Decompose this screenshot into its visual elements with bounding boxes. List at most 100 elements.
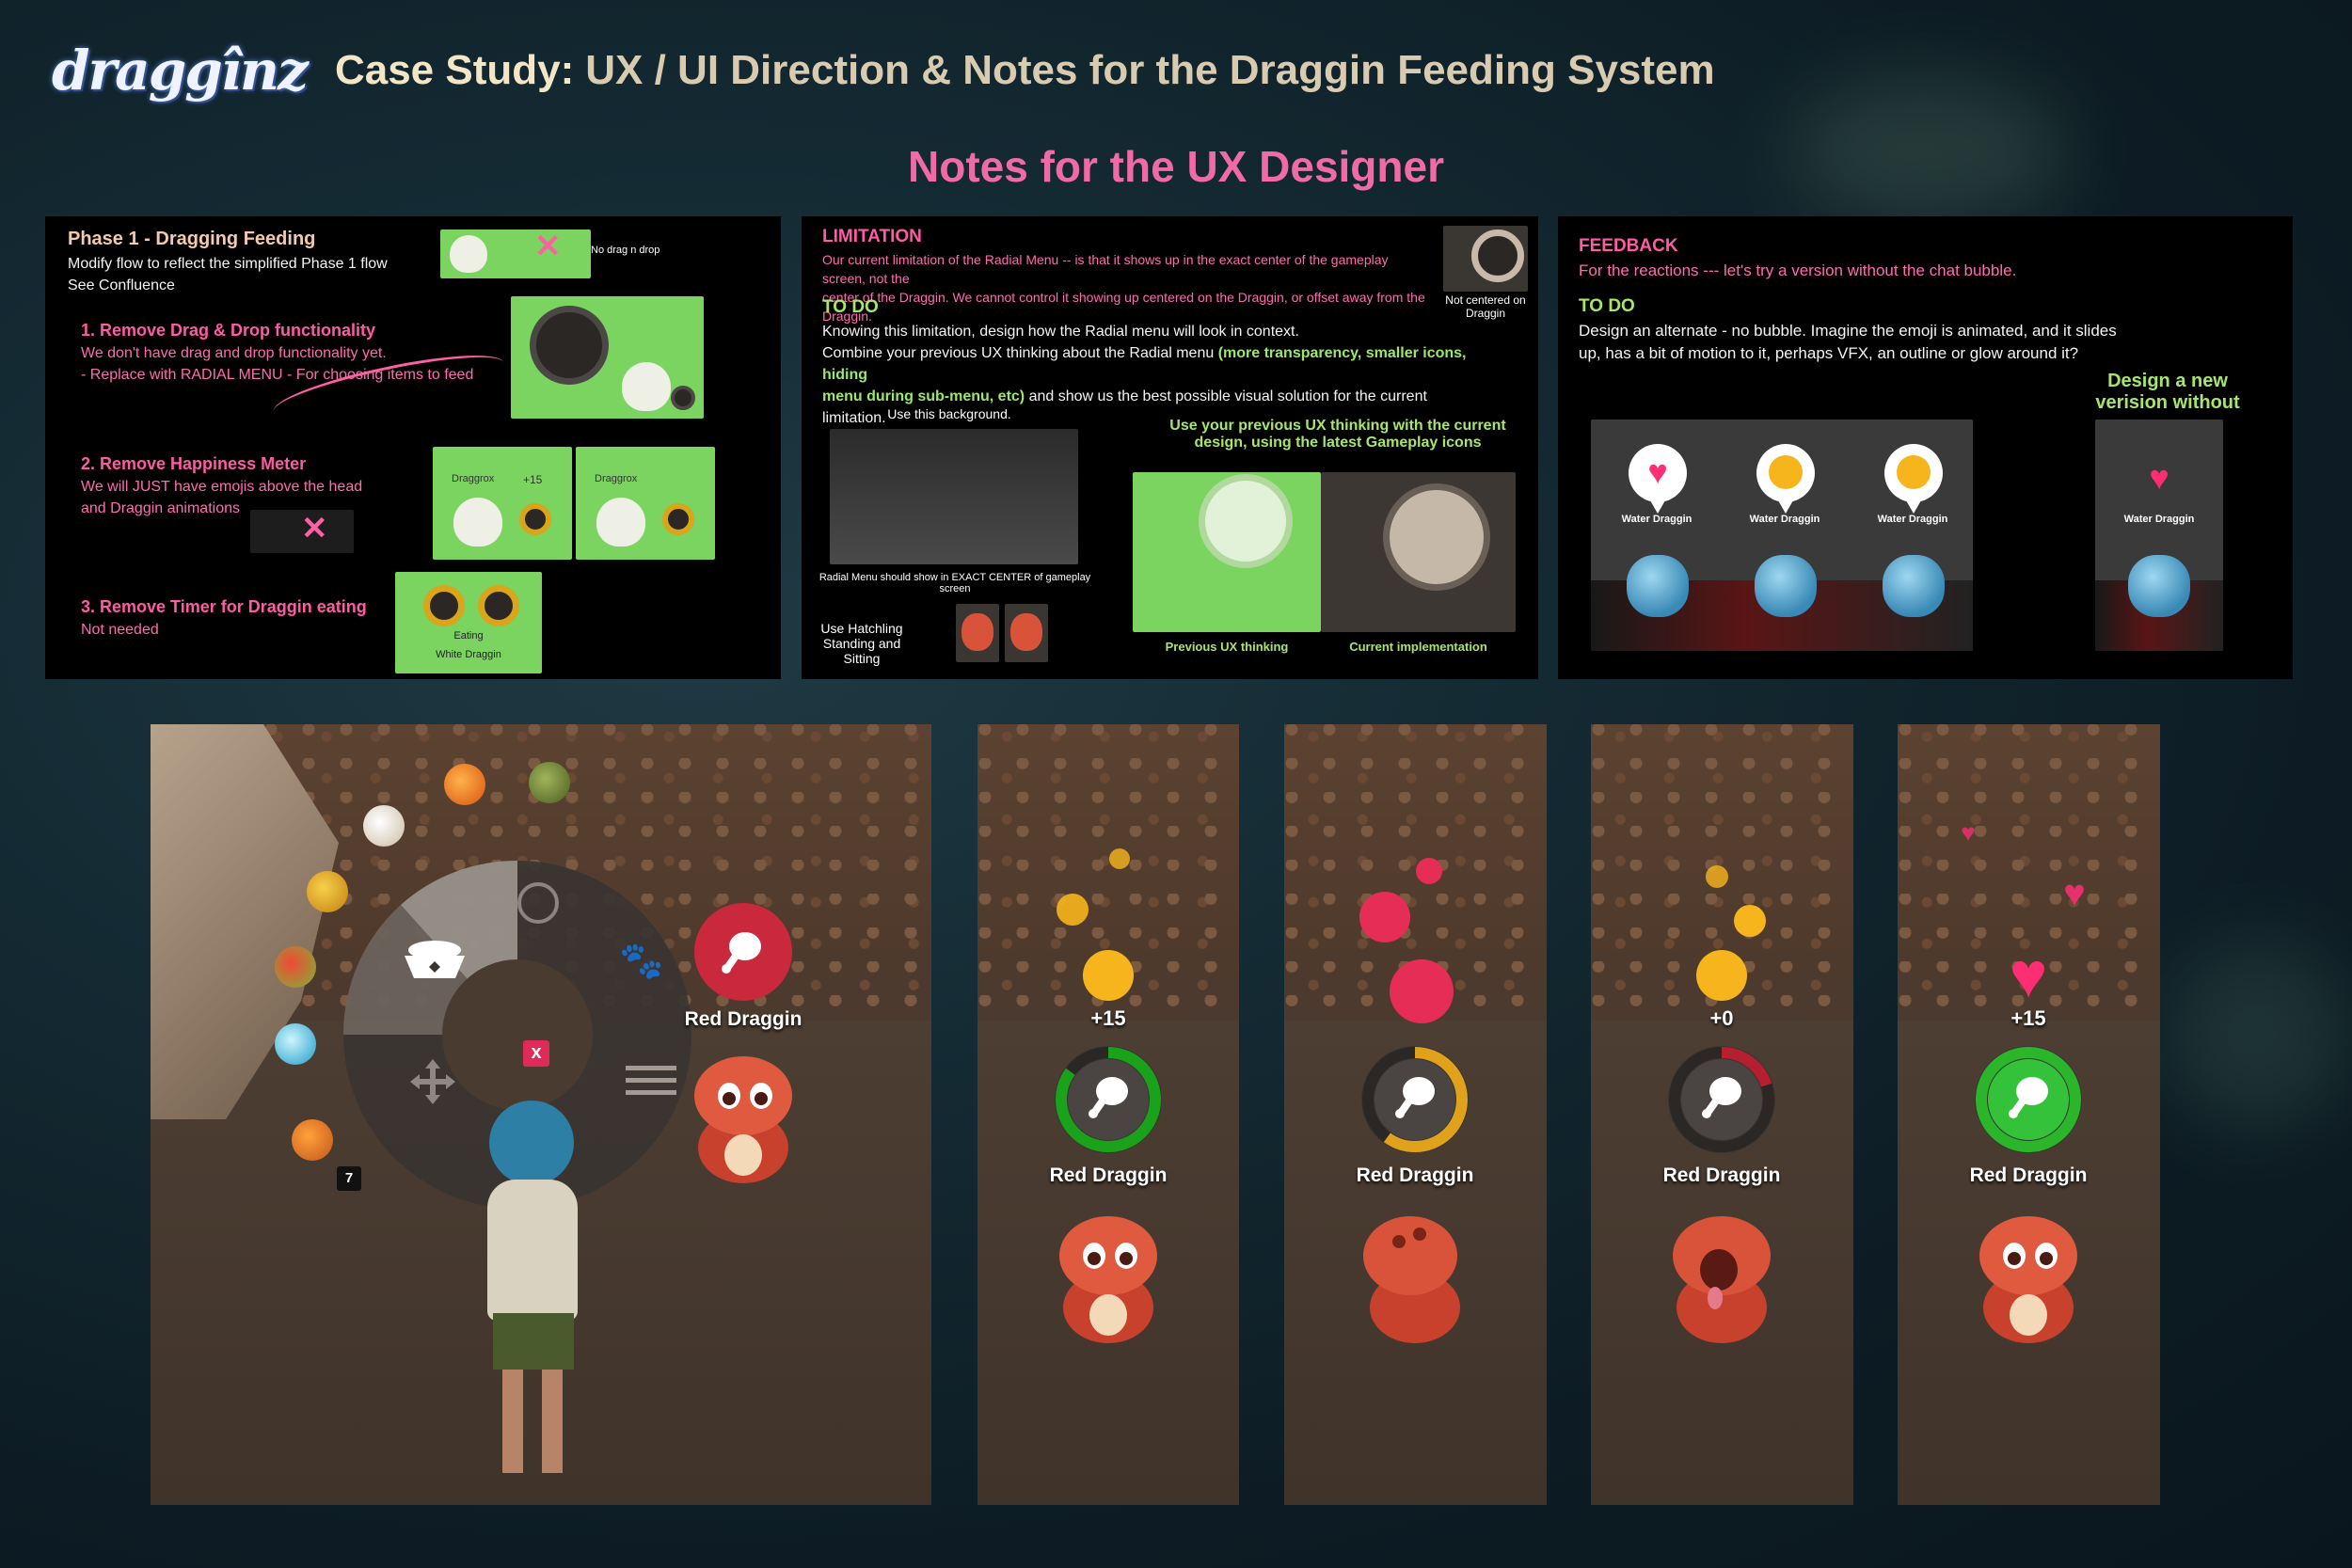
water-drop-icon[interactable] (275, 1023, 316, 1065)
feed-button-preview (519, 503, 551, 535)
thumb-label: Draggrox (595, 473, 638, 484)
food-bowl-icon[interactable] (397, 933, 472, 984)
reaction-panel-4: ♥ ♥ ♥ +15 Red Draggin (1898, 724, 2160, 1505)
feed-button[interactable] (1055, 1046, 1162, 1153)
feed-button[interactable] (694, 903, 792, 1001)
move-icon[interactable] (405, 1053, 461, 1110)
progress-ring-fill (1669, 1047, 1774, 1152)
draggin-thumb (450, 235, 487, 273)
feed-button-preview (662, 503, 694, 535)
radial-menu-preview (1199, 474, 1293, 568)
draggin-thumb (622, 362, 671, 411)
thumb-current-impl (1321, 472, 1516, 632)
red-draggin[interactable] (1651, 1204, 1792, 1345)
feedback-todo-2: up, has a bit of motion to it, perhaps V… (1579, 344, 2079, 363)
bubble (1884, 444, 1943, 514)
drumstick-icon (1089, 1077, 1128, 1118)
happiness-delta: +0 (1709, 1006, 1734, 1030)
reaction-bubbles-card: ♥ Water Draggin Water Draggin Water Drag… (1591, 420, 1973, 651)
thumb-plus: +15 (523, 473, 543, 486)
draggin-name-label: Red Draggin (1662, 1164, 1781, 1186)
heart-icon: ♥ (1961, 818, 1976, 847)
feed-button[interactable] (1668, 1046, 1775, 1153)
cancel-button[interactable]: x (523, 1040, 549, 1067)
thumb-label: Draggrox (452, 473, 495, 484)
phase1-intro-1: Modify flow to reflect the simplified Ph… (68, 256, 388, 272)
progress-ring (1056, 1047, 1161, 1152)
water-draggin (2128, 555, 2190, 617)
limitation-body-2: center of the Draggin. We cannot control… (822, 290, 1425, 325)
item2-line2: and Draggin animations (81, 500, 240, 517)
thumb-happiness-a: Draggrox +15 (433, 447, 572, 560)
limitation-title: LIMITATION (822, 227, 922, 246)
radial-menu-preview (1471, 230, 1524, 282)
current-impl-caption: Current implementation (1349, 640, 1487, 654)
draggin-thumb (596, 498, 645, 546)
radial-menu-preview (1383, 483, 1490, 591)
feedback-todo-1: Design an alternate - no bubble. Imagine… (1579, 321, 2117, 340)
reaction-panel-1: +15 Red Draggin (977, 724, 1239, 1505)
drumstick-icon (2009, 1077, 2048, 1118)
bubble (1756, 444, 1815, 514)
heart-icon: ♥ (2009, 940, 2048, 1011)
panel-limitation: LIMITATION Our current limitation of the… (802, 216, 1538, 679)
mango-icon[interactable] (444, 764, 485, 805)
feed-button[interactable] (1361, 1046, 1469, 1153)
chili-icon[interactable] (275, 946, 316, 988)
red-draggin[interactable] (1344, 1204, 1486, 1345)
thumb-meter: ✕ (250, 510, 354, 553)
heart-icon: ♥ (1647, 452, 1668, 491)
player-character (461, 1101, 602, 1477)
drumstick-icon (1395, 1077, 1435, 1118)
draggin-thumb (453, 498, 502, 546)
feed-button[interactable] (1975, 1046, 2082, 1153)
drumstick-icon (1702, 1077, 1741, 1118)
red-draggin[interactable] (1958, 1204, 2099, 1345)
hatchling-standing-thumb (956, 604, 999, 662)
menu-icon[interactable] (626, 1061, 676, 1101)
carrot-icon[interactable] (292, 1119, 333, 1161)
timer-ring-preview (478, 585, 519, 626)
draggin-label: Water Draggin (1621, 514, 1692, 525)
item-count-badge: 7 (337, 1166, 361, 1191)
limitation-body-1: Our current limitation of the Radial Men… (822, 251, 1389, 286)
happiness-delta: +15 (2010, 1006, 2046, 1030)
reaction-panel-3: +0 Red Draggin (1591, 724, 1853, 1505)
red-draggin[interactable] (1038, 1204, 1179, 1345)
white-draggin-label: White Draggin (436, 649, 501, 660)
tongue-face-icon (1706, 865, 1728, 888)
hatchling-sitting-thumb (1005, 604, 1048, 662)
subheading: Notes for the UX Designer (908, 142, 1444, 191)
item1-title: 1. Remove Drag & Drop functionality (81, 321, 376, 340)
phase1-title: Phase 1 - Dragging Feeding (68, 229, 316, 249)
item2-title: 2. Remove Happiness Meter (81, 454, 307, 473)
progress-ring-fill (1362, 1047, 1468, 1152)
thumb-background (830, 429, 1078, 564)
happiness-delta: +15 (1090, 1006, 1126, 1030)
seed-pod-icon[interactable] (529, 762, 570, 803)
smirk-face-icon (1083, 950, 1134, 1001)
feedback-title: FEEDBACK (1579, 236, 1678, 256)
leaf-icon[interactable] (307, 871, 348, 912)
draggins-logo: draggînz (52, 39, 309, 103)
garlic-icon[interactable] (363, 805, 405, 847)
thumb-not-centered (1443, 226, 1528, 292)
red-draggin[interactable] (673, 1044, 814, 1185)
todo-line-1: Knowing this limitation, design how the … (822, 323, 1299, 340)
thumb-happiness-b: Draggrox (576, 447, 715, 560)
cross-out-mark: ✕ (534, 230, 562, 264)
todo-line-2b: (more transparency, smaller icons, hidin… (822, 344, 1467, 383)
title-lead: Case Study: (334, 47, 575, 93)
yarn-ball-icon[interactable] (517, 882, 559, 924)
page-title: UX / UI Direction & Notes for the Draggi… (585, 47, 1715, 93)
radial-menu-preview (530, 306, 609, 385)
item1-line2: - Replace with RADIAL MENU - For choosin… (81, 367, 474, 384)
item3-line1: Not needed (81, 622, 159, 639)
tongue-face-icon (1696, 950, 1747, 1001)
draggin-label: Water Draggin (2123, 514, 2195, 525)
paw-icon[interactable]: 🐾 (619, 942, 664, 981)
draggin-name-label: Red Draggin (1049, 1164, 1168, 1186)
water-draggin (1755, 555, 1817, 617)
smirk-face-icon (1897, 455, 1931, 489)
draggin-label: Water Draggin (1749, 514, 1820, 525)
